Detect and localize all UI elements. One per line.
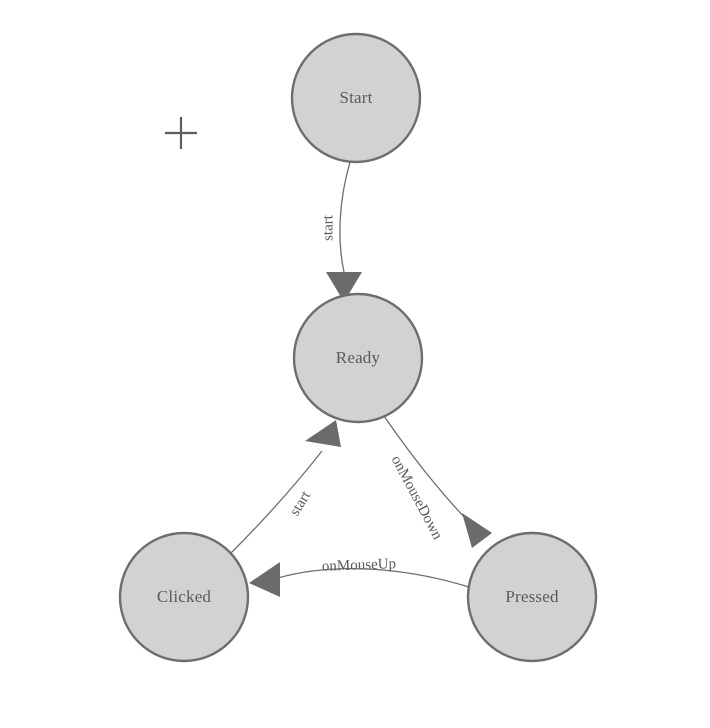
- node-ready-circle[interactable]: [292, 292, 424, 424]
- node-ready[interactable]: Ready: [292, 292, 424, 424]
- edge-start-to-ready[interactable]: start: [320, 161, 362, 302]
- node-ready-label: Ready: [336, 348, 381, 367]
- plus-crosshair-icon[interactable]: [165, 117, 197, 149]
- node-start-circle[interactable]: [290, 32, 422, 164]
- edge-label-clicked-to-ready: start: [287, 488, 314, 519]
- node-start-label: Start: [339, 88, 372, 107]
- node-pressed-circle[interactable]: [466, 531, 598, 663]
- node-pressed-label: Pressed: [505, 587, 559, 606]
- edge-ready-to-pressed-arrowhead: [462, 513, 492, 548]
- edge-pressed-to-clicked-path: [277, 567, 470, 588]
- edge-clicked-to-ready-path: [230, 450, 323, 554]
- edge-start-to-ready-path: [339, 161, 351, 273]
- node-clicked[interactable]: Clicked: [118, 531, 250, 663]
- node-start[interactable]: Start: [290, 32, 422, 164]
- edge-start-to-ready-arrowhead: [326, 272, 362, 302]
- edge-clicked-to-ready-arrowhead: [305, 420, 341, 447]
- edge-pressed-to-clicked[interactable]: onMouseUp: [249, 556, 470, 597]
- edge-clicked-to-ready[interactable]: start: [230, 420, 341, 554]
- edge-label-ready-to-pressed: onMouseDown: [388, 453, 446, 543]
- node-pressed[interactable]: Pressed: [466, 531, 598, 663]
- edge-ready-to-pressed[interactable]: onMouseDown: [383, 415, 492, 548]
- edge-label-start-to-ready: start: [320, 214, 336, 241]
- edge-label-pressed-to-clicked: onMouseUp: [322, 556, 397, 575]
- node-clicked-label: Clicked: [157, 587, 212, 606]
- node-clicked-circle[interactable]: [118, 531, 250, 663]
- edge-pressed-to-clicked-arrowhead: [249, 562, 280, 597]
